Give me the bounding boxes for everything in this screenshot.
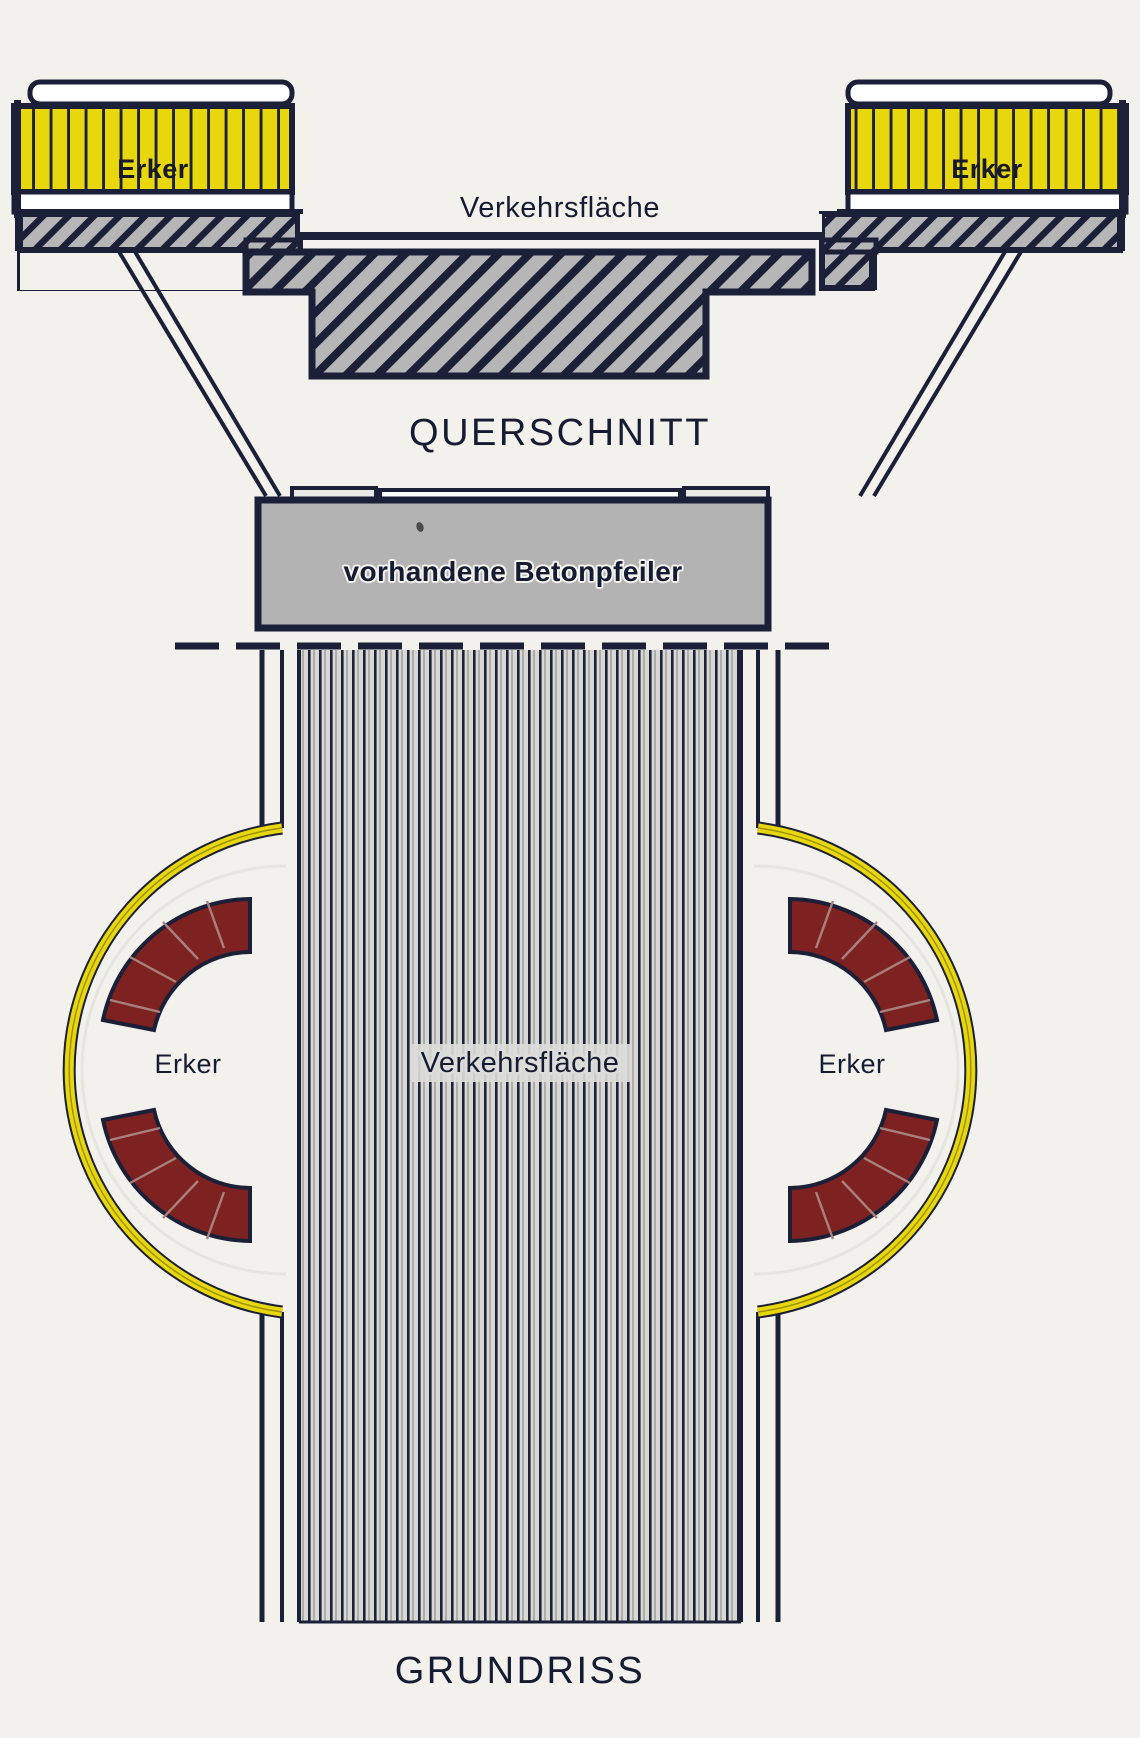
erker-right-railing-centerline	[757, 827, 972, 1313]
deck-right-joint	[819, 237, 879, 255]
erker-right-handrail	[845, 79, 1113, 107]
erker-left-walkway-edge	[80, 864, 287, 1276]
deck-right-void	[876, 252, 1120, 290]
label-erker-left-plan: Erker	[154, 1049, 222, 1079]
view-title-grundriss: GRUNDRISS	[394, 1650, 646, 1692]
erker-right-bench-upper	[788, 896, 940, 1033]
support-struts	[116, 248, 1024, 498]
label-verkehrsflaeche-plan: Verkehrsfläche	[420, 1047, 620, 1079]
erker-left-plan	[62, 821, 287, 1319]
strut-left-outer	[116, 248, 268, 498]
plan-view	[62, 650, 978, 1624]
label-vorhandene-betonpfeiler: vorhandene Betonpfeiler	[343, 556, 683, 587]
cross-section-view	[11, 79, 1129, 650]
plan-traffic-surface-planking	[299, 650, 741, 1622]
erker-right-plan	[753, 821, 978, 1319]
deck-concrete-body-2	[242, 248, 816, 380]
strut-left-inner	[132, 248, 282, 498]
label-erker-right-section: Erker	[951, 154, 1023, 184]
label-erker-right-plan: Erker	[818, 1049, 886, 1079]
label-verkehrsflaeche-section: Verkehrsfläche	[459, 192, 661, 224]
erker-left-bench-lower	[100, 1107, 252, 1244]
pier-scan-speck	[416, 522, 424, 532]
erker-right-walkway-edge	[753, 864, 960, 1276]
label-erker-left-section: Erker	[117, 154, 189, 184]
strut-right-outer	[872, 248, 1024, 498]
plan-traffic-label-halo	[412, 1044, 630, 1082]
erker-left-railing-centerline	[68, 827, 283, 1313]
erker-right-bench-lower	[788, 1107, 940, 1244]
erker-left-bench-upper	[100, 896, 252, 1033]
erker-right-post	[1119, 100, 1126, 218]
strut-right-inner	[858, 248, 1008, 498]
existing-concrete-pier	[254, 496, 772, 632]
deck-top-clear	[300, 214, 822, 236]
view-title-querschnitt: QUERSCHNITT	[409, 412, 711, 454]
erker-left-handrail	[27, 79, 295, 107]
erker-left-post	[14, 100, 21, 218]
